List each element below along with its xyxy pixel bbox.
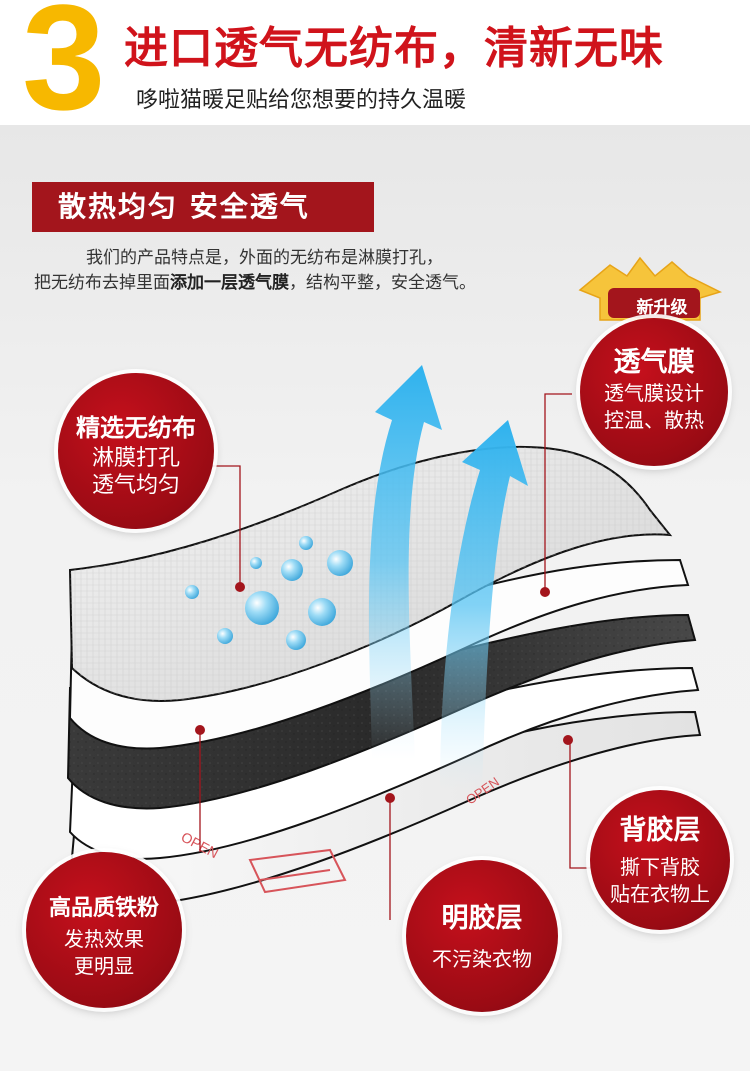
water-droplets [185,536,353,650]
peel-diagram [248,848,347,894]
header-title: 进口透气无纺布，清新无味 [124,23,664,74]
feature-membrane: 透气膜 透气膜设计 控温、散热 [580,318,728,466]
feature-title: 高品质铁粉 [48,896,159,921]
header-subtitle: 哆啦猫暖足贴给您想要的持久温暖 [136,88,467,113]
feature-text: 控温、散热 [604,408,704,432]
feature-title: 背胶层 [619,815,701,846]
feature-back-glue: 背胶层 撕下背胶 贴在衣物上 [590,790,730,930]
step-number: 3 [22,0,106,141]
feature-text: 透气膜设计 [604,381,704,405]
header: 3 进口透气无纺布，清新无味 哆啦猫暖足贴给您想要的持久温暖 [0,0,750,132]
feature-nonwoven: 精选无纺布 淋膜打孔 透气均匀 [58,373,214,529]
feature-text: 更明显 [74,954,134,978]
description-highlight: 添加一层透气膜 [170,273,289,293]
feature-text: 发热效果 [64,927,144,951]
description-line-2: 把无纺布去掉里面添加一层透气膜，结构平整，安全透气。 [34,273,476,293]
feature-iron-powder: 高品质铁粉 发热效果 更明显 [26,852,182,1008]
feature-text: 淋膜打孔 [91,446,180,471]
airflow-arrow-icon [368,365,442,760]
feature-text: 撕下背胶 [620,855,700,879]
description: 我们的产品特点是，外面的无纺布是淋膜打孔， 把无纺布去掉里面添加一层透气膜，结构… [34,246,594,296]
feature-text: 透气均匀 [91,473,180,498]
description-text: 把无纺布去掉里面 [34,273,170,293]
feature-title: 透气膜 [613,347,695,378]
crown-icon [578,256,723,321]
feature-clear-glue: 明胶层 不污染衣物 [406,860,558,1012]
description-line-1: 我们的产品特点是，外面的无纺布是淋膜打孔， [86,248,443,268]
feature-title: 明胶层 [441,903,523,934]
airflow-arrow-icon [440,420,528,790]
section-banner: 散热均匀 安全透气 [32,182,374,232]
description-text: ，结构平整，安全透气。 [289,273,476,293]
feature-title: 精选无纺布 [76,414,196,442]
feature-text: 贴在衣物上 [610,882,710,906]
feature-text: 不污染衣物 [432,947,532,971]
upgrade-badge: 新升级 [636,298,688,318]
